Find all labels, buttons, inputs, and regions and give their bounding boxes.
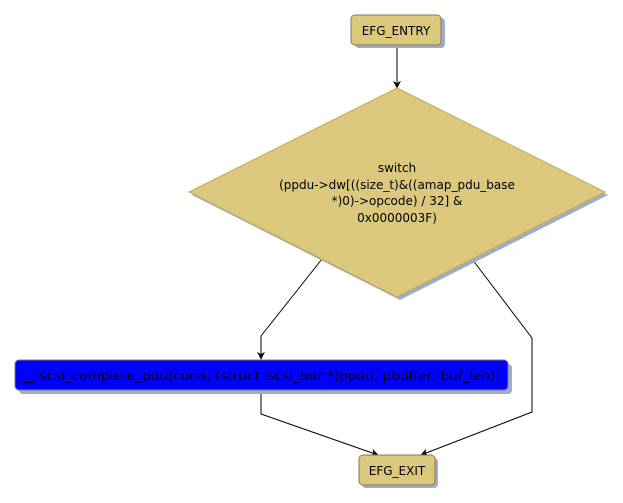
edge-switch-to-call (257, 258, 323, 360)
node-entry[interactable]: EFG_ENTRY (350, 14, 445, 48)
node-call[interactable]: __iscsi_complete_pdu(conn, (struct iscsi… (14, 359, 512, 394)
switch-label-line-3: *)0)->opcode) / 32] & (332, 194, 463, 208)
node-call-label: __iscsi_complete_pdu(conn, (struct iscsi… (21, 369, 500, 383)
switch-label-line-1: switch (378, 161, 416, 175)
edge-call-to-exit (260, 391, 379, 457)
node-exit[interactable]: EFG_EXIT (358, 454, 438, 488)
node-entry-label: EFG_ENTRY (362, 24, 431, 38)
switch-label-line-2: (ppdu->dw[((size_t)&((amap_pdu_base (279, 178, 515, 192)
edge-switch-to-exit (420, 258, 533, 457)
node-exit-label: EFG_EXIT (369, 464, 426, 478)
node-switch[interactable]: switch (ppdu->dw[((size_t)&((amap_pdu_ba… (187, 87, 608, 300)
switch-label-line-4: 0x0000003F) (357, 211, 437, 225)
